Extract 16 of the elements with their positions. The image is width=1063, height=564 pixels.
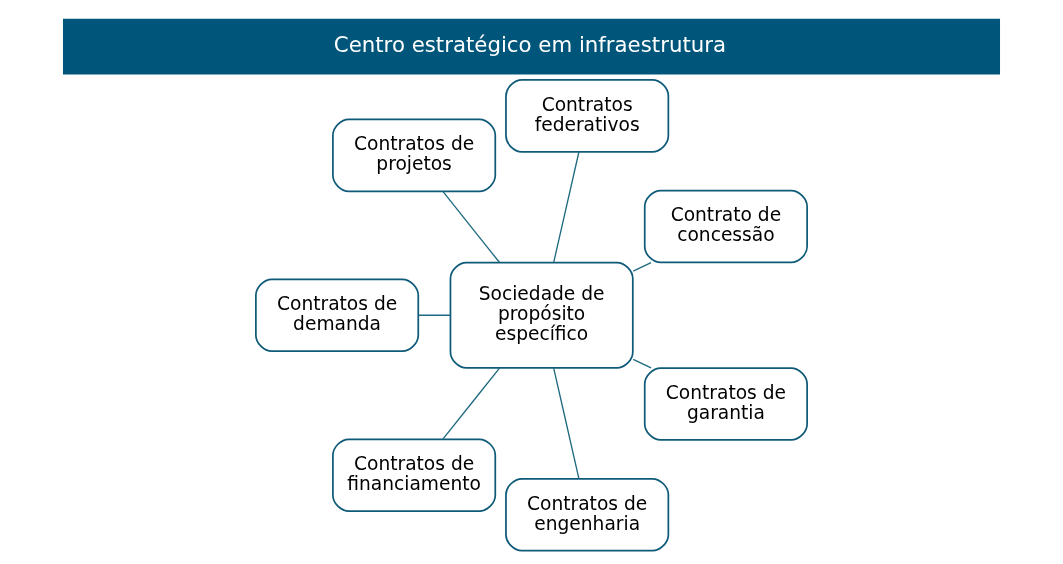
diagram-title: Centro estratégico em infraestrutura — [333, 31, 727, 57]
node-box: Contratos federativos — [505, 79, 670, 153]
node-box: Contratos de financiamento — [332, 438, 497, 512]
connector — [442, 190, 501, 264]
connector — [632, 358, 652, 369]
connector — [418, 314, 451, 316]
node-box: Contratos de engenharia — [505, 477, 670, 552]
connector — [553, 367, 580, 480]
node-box: Contratos de garantia — [643, 367, 808, 441]
connector — [632, 261, 652, 272]
connector — [553, 151, 580, 264]
node-box: Sociedade de propósito específico — [449, 261, 634, 369]
node-box: Contratos de projetos — [332, 118, 497, 193]
connector — [442, 367, 501, 440]
node-box: Contrato de concessão — [643, 189, 808, 264]
node-box: Contratos de demanda — [255, 278, 420, 353]
